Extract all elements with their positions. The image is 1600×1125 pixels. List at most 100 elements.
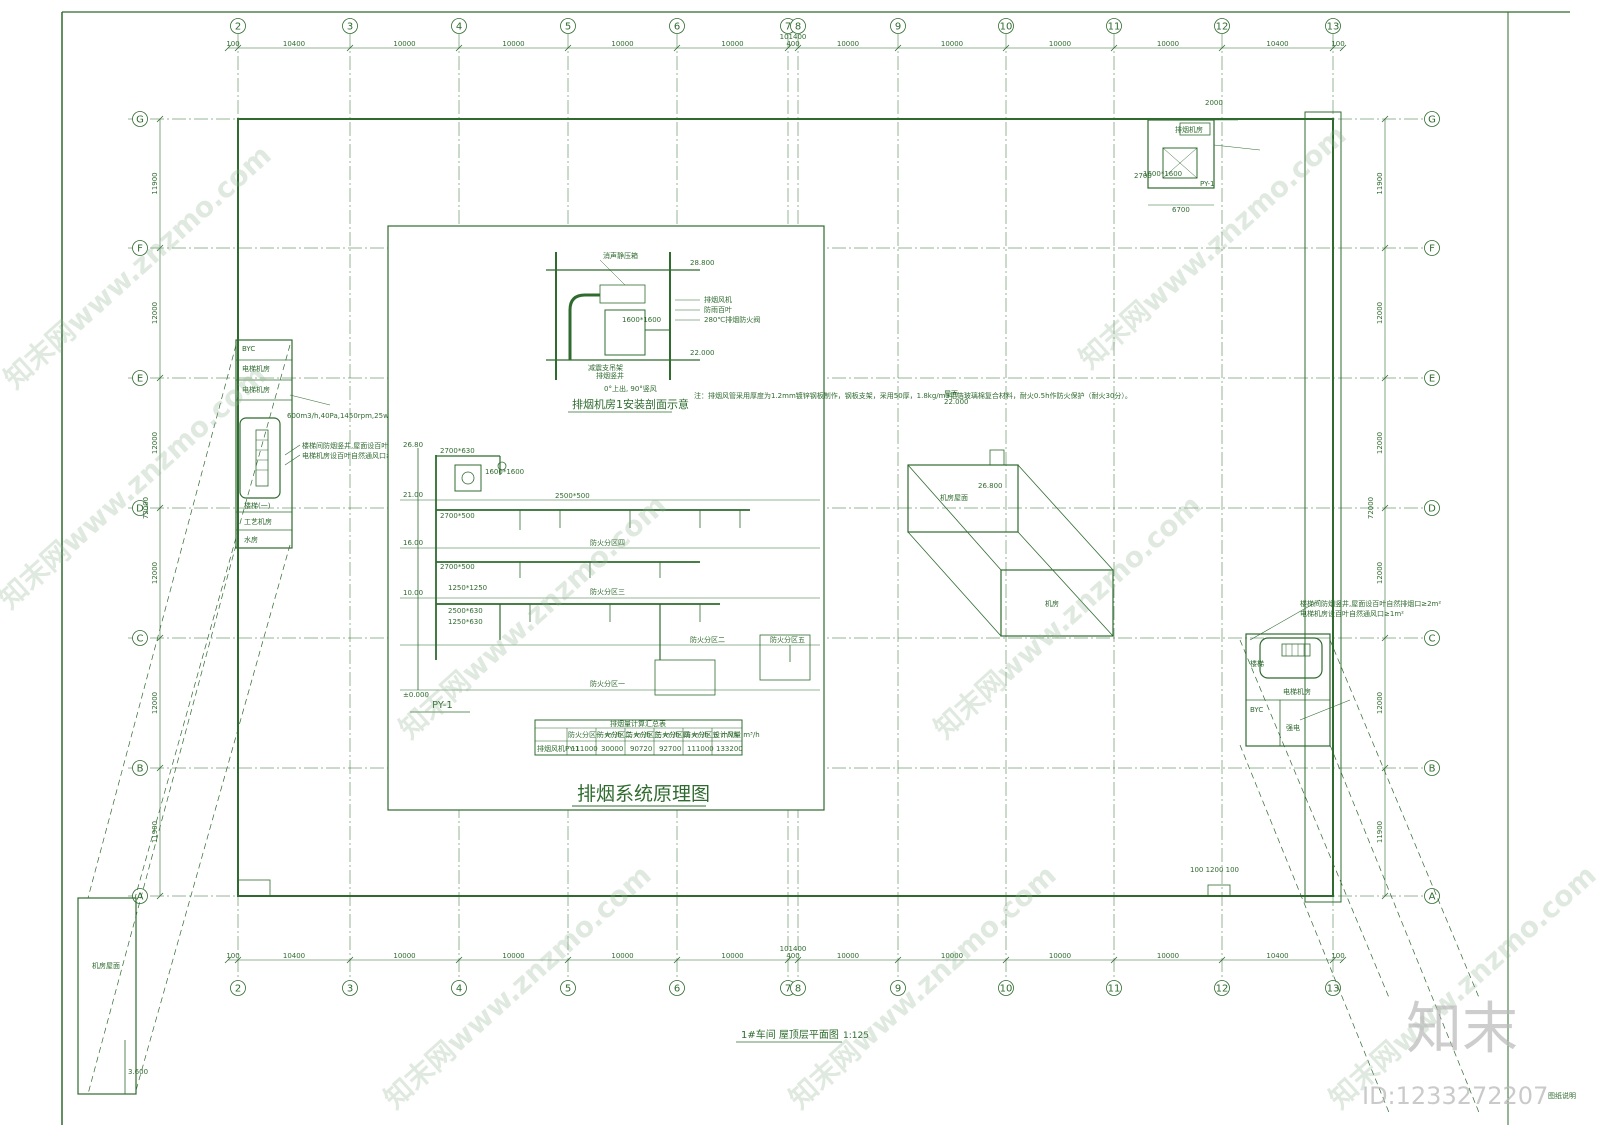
column-bubble-label: 8 [795, 22, 801, 33]
dim-tick [1218, 956, 1226, 964]
dim-value: 10400 [1266, 40, 1288, 48]
brand-id-text: ID:1233272207 [1362, 1082, 1548, 1110]
duct-size-5: 2700*500 [440, 563, 475, 571]
dim-tick [1329, 956, 1337, 964]
dim-value: 10000 [1157, 40, 1179, 48]
dim-tick [1381, 244, 1389, 252]
table-header-4: 防火分区四 m³/h [655, 730, 709, 739]
column-bubble-label: 13 [1327, 22, 1340, 33]
watermark-7: 知末网www.znzmo.com [1073, 118, 1353, 375]
left-elevator-room-2: 电梯机房 [242, 385, 270, 394]
row-bubble [1424, 240, 1440, 256]
section-silencer: 消声静压箱 [603, 251, 638, 260]
column-bubble-label: 3 [347, 984, 353, 995]
column-bubble-label: 9 [895, 984, 901, 995]
table-cell-3: 90720 [630, 745, 652, 753]
dim-tick [1110, 956, 1118, 964]
dim-value: 11900 [1376, 821, 1384, 843]
section-duct: 排烟竖井 [596, 371, 624, 380]
row-bubble [1424, 500, 1440, 516]
brand-logo-text: 知末 [1406, 997, 1518, 1062]
dim-tick [455, 44, 463, 52]
left-process-room: 工艺机房 [244, 517, 272, 526]
dim-tick [1339, 956, 1347, 964]
dim-value: 10000 [941, 952, 963, 960]
smoke-exhaust-schematic: 消声静压箱 排烟风机 防雨百叶 280℃排烟防火阀 减震支吊架 排烟竖井 28.… [387, 225, 1132, 811]
dim-value: 12000 [1376, 562, 1384, 584]
section-support: 减震支吊架 [588, 363, 623, 372]
dim-total: 72000 [142, 497, 150, 519]
corner-note: 图纸说明 [1548, 1091, 1576, 1100]
dim-value: 10000 [1049, 952, 1071, 960]
section-fan: 排烟风机 [704, 295, 732, 304]
machine-roof-elev: 26.800 [978, 482, 1003, 490]
row-bubble [1424, 888, 1440, 904]
dim-value: 100 [226, 952, 239, 960]
dim-tick [673, 44, 681, 52]
row-bubble-label: G [136, 115, 144, 126]
dim-value: 10400 [283, 40, 305, 48]
column-bubble-label: 2 [235, 22, 241, 33]
dim-value: 12000 [1376, 692, 1384, 714]
dim-value: 10000 [1049, 40, 1071, 48]
column-bubble-label: 10 [1000, 984, 1013, 995]
row-bubble-label: E [1429, 374, 1435, 385]
table-title: 排烟量计算汇总表 [610, 719, 666, 728]
left-elevator-note: 电梯机房设百叶自然通风口≥1m² [302, 451, 406, 460]
column-bubble [1214, 980, 1230, 996]
row-bubble-label: C [137, 634, 144, 645]
dim-tick [1381, 764, 1389, 772]
dim-value: 100 [1331, 40, 1344, 48]
left-fan-note: 600m3/h,40Pa,1450rpm,25w,300*300*240 [287, 412, 438, 420]
dim-value: 10000 [393, 952, 415, 960]
dim-tick [156, 244, 164, 252]
left-water-room: 水房 [244, 535, 258, 544]
right-stair-label: 楼梯 [1250, 659, 1264, 668]
row-bubble-label: C [1429, 634, 1436, 645]
dim-tick [156, 634, 164, 642]
dim-value: 10000 [611, 952, 633, 960]
table-cell-6: 133200 [716, 745, 743, 753]
dim-value: 400 [786, 40, 799, 48]
dim-value: 10000 [502, 40, 524, 48]
column-bubble [890, 980, 906, 996]
small-room-elevation: 3.600 [128, 1068, 148, 1076]
duct-size-7: 1250*630 [448, 618, 483, 626]
dim-tick [224, 44, 232, 52]
fan-room-dim-top: 2000 [1205, 99, 1223, 107]
duct-size-6: 2500*630 [448, 607, 483, 615]
brand-logo: 知末 ID:1233272207 [1362, 997, 1548, 1110]
dim-tick [784, 44, 792, 52]
table-header-6: 设计风量 m³/h [713, 730, 760, 739]
fan-room-dim-side: 2700 [1134, 172, 1152, 180]
section-angle: 0°上出, 90°竖风 [604, 384, 657, 393]
fan-room-section-detail: 消声静压箱 排烟风机 防雨百叶 280℃排烟防火阀 减震支吊架 排烟竖井 28.… [546, 251, 1132, 413]
column-bubble [342, 18, 358, 34]
right-power-room: 强电 [1286, 723, 1300, 732]
table-cell-4: 92700 [659, 745, 681, 753]
roof-elevation: 22.000 [944, 398, 969, 406]
duct-size-2: 1600*1600 [485, 468, 524, 476]
row-bubble [132, 500, 148, 516]
right-elevator-note: 电梯机房设百叶自然通风口≥1m² [1300, 609, 1404, 618]
column-bubble [1106, 18, 1122, 34]
column-bubble-label: 12 [1216, 984, 1229, 995]
section-size: 1600*1600 [622, 316, 661, 324]
column-bubble-label: 4 [456, 984, 462, 995]
row-bubble [1424, 760, 1440, 776]
right-byc-label: BYC [1250, 706, 1263, 714]
building-outline [237, 111, 1342, 903]
row-bubble-label: G [1428, 115, 1436, 126]
column-bubble [669, 980, 685, 996]
zone-3: 防火分区三 [590, 587, 625, 596]
machine-roof-label: 机房屋面 [940, 493, 968, 502]
section-elev-top: 28.800 [690, 259, 715, 267]
sheet-title-block: 1#车间 屋顶层平面图 1:125 图纸说明 [736, 1028, 1576, 1100]
table-header-3: 防火分区三 m³/h [626, 730, 680, 739]
column-bubble-label: 8 [795, 984, 801, 995]
small-room-label: 机房屋面 [92, 961, 120, 970]
column-bubble-label: 5 [565, 984, 571, 995]
dim-tick [1381, 115, 1389, 123]
level-3: 16.00 [403, 539, 423, 547]
